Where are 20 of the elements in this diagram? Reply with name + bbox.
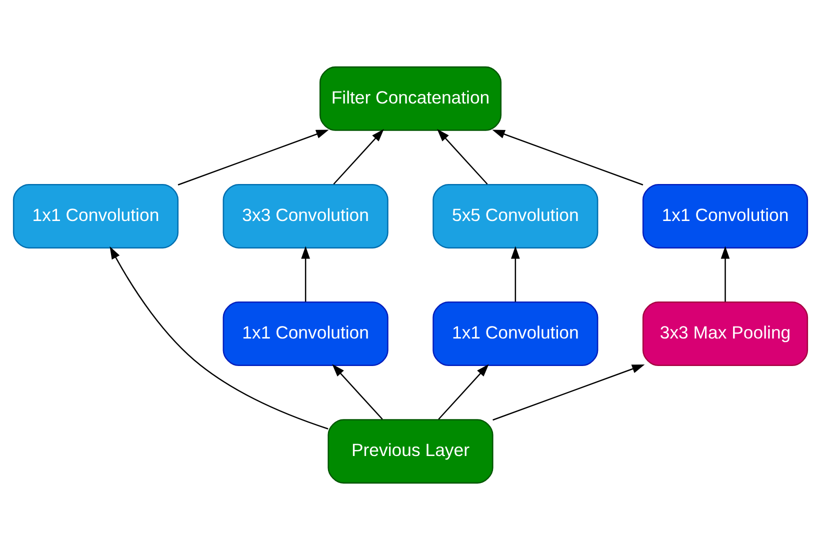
node-box: 3x3 Max Pooling [642, 302, 808, 366]
node-box: 1x1 Convolution [222, 302, 388, 366]
arrow [492, 130, 644, 186]
arrow [178, 130, 329, 186]
arrow [492, 364, 645, 421]
arrow [720, 246, 730, 302]
arrow [332, 364, 383, 420]
arrow [110, 246, 328, 430]
node-box: 5x5 Convolution [432, 184, 598, 248]
node-box: 3x3 Convolution [222, 184, 388, 248]
arrow [333, 129, 384, 185]
node-box: Filter Concatenation [319, 66, 502, 131]
arrow [301, 246, 310, 302]
node-box: 1x1 Convolution [432, 302, 598, 366]
node-box: Previous Layer [328, 419, 494, 484]
arrow [438, 364, 489, 420]
arrow [437, 129, 488, 185]
arrow [510, 246, 520, 302]
node-box: 1x1 Convolution [12, 184, 179, 248]
node-box: 1x1 Convolution [642, 184, 808, 248]
